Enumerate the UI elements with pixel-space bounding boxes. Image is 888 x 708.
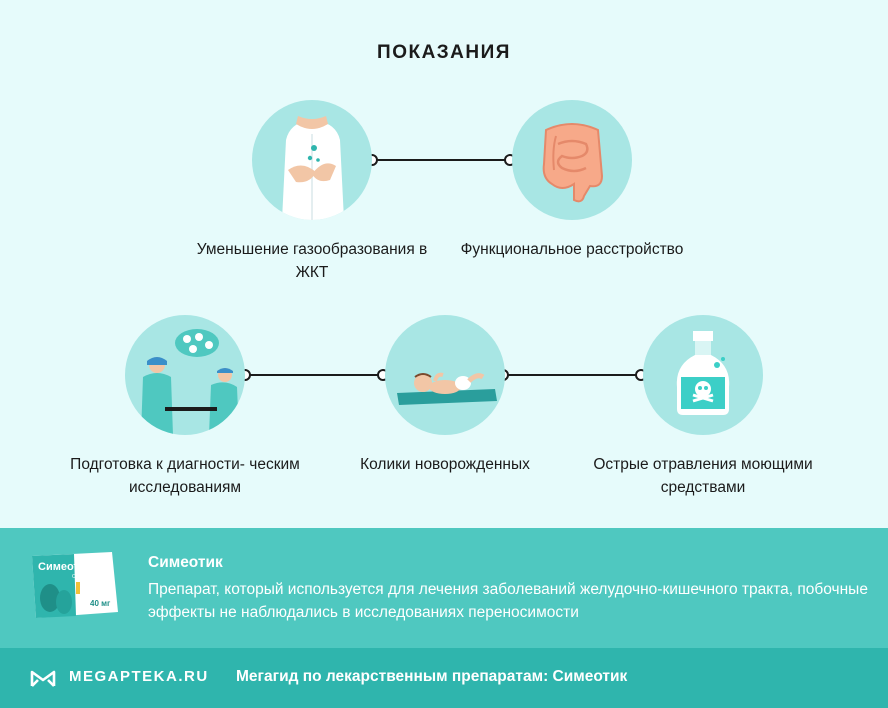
indication-4-label: Колики новорожденных (360, 456, 530, 473)
pack-substance: Симетикон (72, 574, 98, 580)
product-info-bar: Симеотик Симетикон 40 мг Симеотик Препар… (0, 528, 888, 648)
indications-section: ПОКАЗАНИЯ Уменьшение газообразования в Ж… (70, 42, 813, 496)
page-title: ПОКАЗАНИЯ (377, 42, 511, 63)
surgeons-icon (141, 329, 239, 435)
poison-bottle-icon (676, 331, 730, 415)
person-abdomen-icon (282, 116, 344, 220)
connector-lines (239, 154, 647, 381)
indication-3-circle (125, 315, 245, 435)
footer-caption: Мегагид по лекарственным препаратам: Сим… (236, 668, 628, 685)
indication-5-circle (643, 315, 763, 435)
pack-brand: Симеотик (38, 561, 92, 573)
indication-3-label: Подготовка к диагности- ческим исследова… (70, 456, 300, 496)
product-name: Симеотик (148, 554, 223, 571)
indication-1-label: Уменьшение газообразования в ЖКТ (196, 241, 428, 281)
megapteka-logo-icon[interactable] (30, 666, 56, 690)
brand-name[interactable]: MEGAPTEKA.RU (69, 668, 209, 685)
indication-4-circle (385, 315, 505, 435)
intestine-icon (542, 123, 604, 203)
indication-2-label: Функциональное расстройство (460, 241, 684, 258)
indication-5-label: Острые отравления моющими средствами (593, 456, 813, 496)
pack-dose: 40 мг (90, 599, 111, 608)
medicine-box-icon: Симеотик Симетикон 40 мг (32, 552, 118, 618)
product-description: Препарат, который используется для лечен… (148, 581, 868, 621)
indication-1-circle (252, 100, 372, 220)
baby-icon (397, 372, 497, 405)
indication-2-circle (512, 100, 632, 220)
footer-bar: MEGAPTEKA.RU Мегагид по лекарственным пр… (0, 648, 888, 708)
